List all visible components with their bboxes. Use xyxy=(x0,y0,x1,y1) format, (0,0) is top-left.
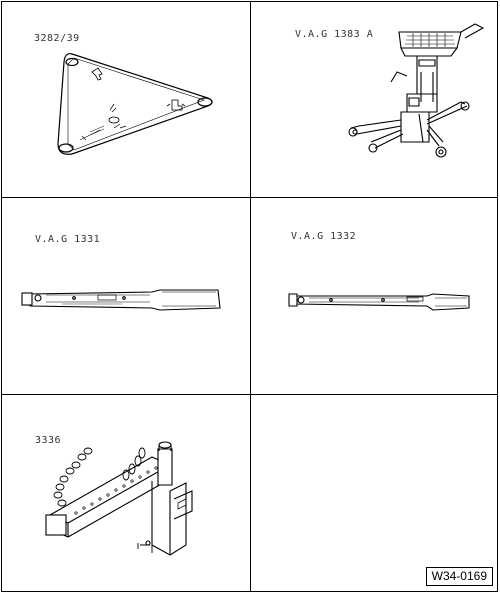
row-divider-2 xyxy=(2,394,497,395)
column-divider xyxy=(250,2,251,591)
tool-label: V.A.G 1331 xyxy=(35,234,101,245)
tool-cell-vag-1332: V.A.G 1332 xyxy=(251,198,499,394)
torque-wrench-1332-drawing xyxy=(288,293,470,311)
transmission-jack-drawing xyxy=(348,23,485,158)
tool-label: V.A.G 1332 xyxy=(291,231,357,242)
torque-wrench-1331-drawing xyxy=(21,289,221,311)
tool-cell-vag-1383a: V.A.G 1383 A xyxy=(251,2,499,197)
drawing-reference: W34-0169 xyxy=(425,567,493,586)
tool-label: 3336 xyxy=(35,435,62,446)
tool-cell-vag-1331: V.A.G 1331 xyxy=(2,198,250,394)
support-bar-drawing xyxy=(45,441,193,556)
tool-label: V.A.G 1383 A xyxy=(295,29,374,40)
row-divider-1 xyxy=(2,197,497,198)
triangle-plate-drawing xyxy=(57,53,213,155)
tool-cell-3336: 3336 xyxy=(2,395,250,591)
tool-label: 3282/39 xyxy=(34,33,80,44)
tool-cell-empty: W34-0169 xyxy=(251,395,499,591)
tool-cell-3282-39: 3282/39 xyxy=(2,2,250,197)
